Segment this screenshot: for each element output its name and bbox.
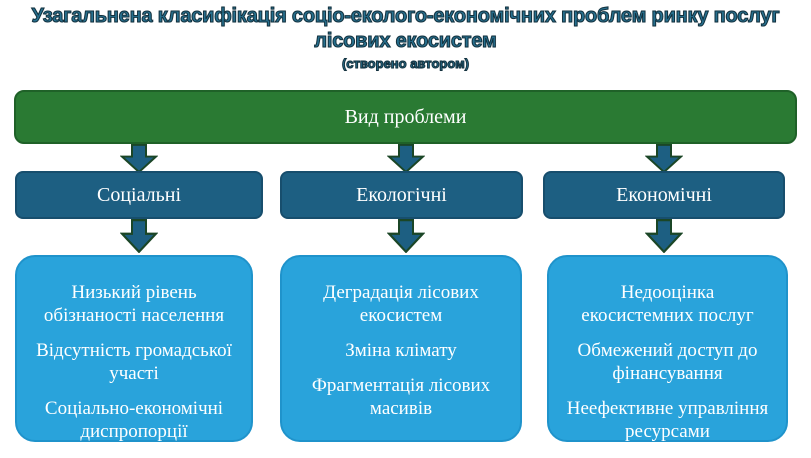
down-arrow-icon — [645, 144, 683, 173]
root-node-label: Вид проблеми — [344, 105, 467, 128]
category-label: Соціальні — [96, 183, 181, 206]
title-subtitle: (створено автором) — [341, 56, 470, 72]
category-label: Екологічні — [356, 183, 447, 206]
category-node-social: Соціальні — [15, 171, 263, 219]
root-node-problem-type: Вид проблеми — [14, 90, 797, 144]
problem-box-social: Низький рівень обізнаності населення Від… — [15, 255, 253, 442]
title-line-2: лісових екосистем — [314, 30, 497, 53]
problem-item: Неефективне управління ресурсами — [566, 398, 769, 442]
problem-item: Низький рівень обізнаності населення — [43, 282, 225, 326]
problem-item: Деградація лісових екосистем — [323, 282, 479, 326]
problem-item: Відсутність громадської участі — [36, 340, 232, 384]
problem-box-economic: Недооцінка екосистемних послуг Обмежений… — [547, 255, 788, 442]
down-arrow-icon — [120, 219, 158, 253]
down-arrow-icon — [387, 144, 425, 173]
category-label: Економічні — [616, 183, 712, 206]
problem-box-ecological: Деградація лісових екосистем Зміна кліма… — [280, 255, 522, 442]
down-arrow-icon — [120, 144, 158, 173]
problem-item: Зміна клімату — [345, 340, 457, 361]
down-arrow-icon — [387, 219, 425, 253]
problem-item: Недооцінка екосистемних послуг — [581, 282, 754, 326]
diagram-title: Узагальнена класифікація соціо-еколого-е… — [0, 4, 811, 72]
down-arrow-icon — [645, 219, 683, 253]
problem-item: Фрагментація лісових масивів — [311, 375, 491, 419]
category-node-ecological: Екологічні — [280, 171, 523, 219]
problem-item: Обмежений доступ до фінансування — [577, 340, 758, 384]
category-node-economic: Економічні — [543, 171, 785, 219]
problem-item: Соціально-економічні диспропорції — [44, 398, 224, 442]
title-line-1: Узагальнена класифікація соціо-еколого-е… — [31, 5, 780, 28]
